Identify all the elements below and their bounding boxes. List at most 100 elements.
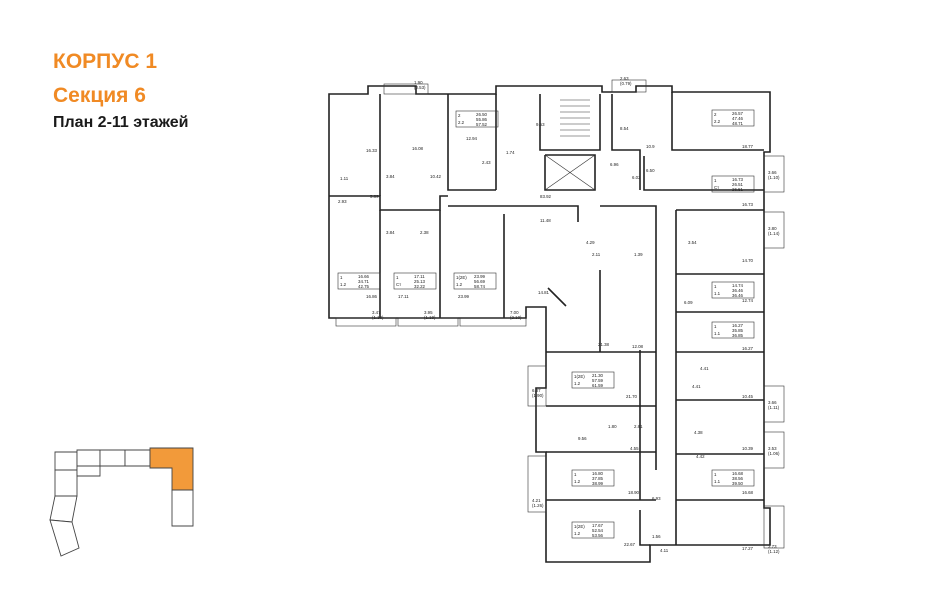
room-area: 9.56 <box>578 436 587 441</box>
apartment-table-frame <box>455 110 499 128</box>
apartment-area: 36.46 <box>732 293 744 298</box>
room-area: 4.55 <box>630 446 639 451</box>
apartment-table-frame <box>453 272 497 290</box>
room-area: 10.42 <box>430 174 442 179</box>
balcony-area: 2.63 <box>620 76 629 81</box>
balcony-area: 3.95 <box>424 310 433 315</box>
room-area: 1.80 <box>608 424 617 429</box>
apartment-rooms: 1(2Е) <box>456 275 467 280</box>
apartment-type: 1.2 <box>340 282 347 287</box>
apartment-table-frame <box>393 272 437 290</box>
balcony-area-reduced: (1.12) <box>768 549 780 554</box>
room-area: 16.73 <box>742 202 754 207</box>
balcony-area: 6.37 <box>532 388 541 393</box>
balconies <box>335 79 785 549</box>
room-area: 3.54 <box>688 240 697 245</box>
room-area: 21.70 <box>626 394 638 399</box>
room-area: 6.50 <box>646 168 655 173</box>
apartment-type: 1.2 <box>456 282 463 287</box>
room-area: 9.53 <box>536 122 545 127</box>
apartment-type: 1.2 <box>574 479 581 484</box>
room-area: 21.38 <box>598 342 610 347</box>
room-area: 83.92 <box>540 194 552 199</box>
apartment-type: Ст <box>714 185 719 190</box>
apartment-area: 16.27 <box>732 323 744 328</box>
apartment-area: 53.56 <box>592 533 604 538</box>
room-area: 22.67 <box>624 542 636 547</box>
apartment-area: 36.85 <box>732 333 744 338</box>
balcony-area-reduced: (1.26) <box>532 503 544 508</box>
apartment-area: 16.73 <box>732 177 744 182</box>
building-title: КОРПУС 1 <box>53 50 157 73</box>
apartment-area: 57.52 <box>476 122 488 127</box>
apartment-type: Ст <box>396 282 401 287</box>
balcony-area-reduced: (0.79) <box>620 81 632 86</box>
apartment-rooms: 2 <box>714 112 717 117</box>
room-area: 2.11 <box>592 252 601 257</box>
apartment-area: 26.51 <box>732 187 744 192</box>
balcony-area-reduced: (1.06) <box>768 451 780 456</box>
room-area: 12.08 <box>632 344 644 349</box>
room-area: 6.93 <box>652 496 661 501</box>
apartment-area: 21.30 <box>592 373 604 378</box>
apartment-type: 1.1 <box>714 291 721 296</box>
room-area: 1.56 <box>652 534 661 539</box>
apartment-area: 26.57 <box>732 111 744 116</box>
balcony-area: 3.66 <box>768 400 777 405</box>
room-area: 4.41 <box>692 384 701 389</box>
balcony-area: 7.00 <box>510 310 519 315</box>
apartment-rooms: 1 <box>714 284 717 289</box>
apartment-rooms: 1(2Е) <box>574 524 585 529</box>
floors-subtitle: План 2-11 этажей <box>53 114 189 131</box>
balcony-area-reduced: (1.14) <box>768 231 780 236</box>
balcony-area: 3.47 <box>372 310 381 315</box>
room-area: 6.09 <box>684 300 693 305</box>
apartment-area: 34.71 <box>358 279 370 284</box>
apartment-rooms: 1 <box>340 275 343 280</box>
room-area: 16.27 <box>742 346 754 351</box>
apartment-table-frame <box>711 109 755 127</box>
room-area: 11.48 <box>540 218 551 223</box>
room-area: 16.08 <box>412 146 424 151</box>
apartment-rooms: 1(2Е) <box>574 374 585 379</box>
apartment-rooms: 1 <box>714 324 717 329</box>
apartment-area: 32.22 <box>414 284 426 289</box>
room-area: 4.38 <box>694 430 703 435</box>
room-area: 1.11 <box>340 176 349 181</box>
apartment-area: 52.54 <box>592 528 604 533</box>
balcony-area-labels: 1.90(0.53)2.63(0.79)3.66(1.10)3.80(1.14)… <box>372 76 780 554</box>
apartment-area: 38.99 <box>592 481 604 486</box>
room-area: 6.02 <box>632 175 641 180</box>
room-area: 23.99 <box>458 294 470 299</box>
room-area: 12.74 <box>742 298 754 303</box>
apartment-table-frame <box>571 521 615 539</box>
apartment-area: 26.51 <box>732 182 744 187</box>
room-area: 1.74 <box>506 150 515 155</box>
room-area: 2.81 <box>634 424 643 429</box>
apartment-area: 38.56 <box>732 476 744 481</box>
apartment-rooms: 1 <box>574 472 577 477</box>
room-area: 3.84 <box>386 230 395 235</box>
apartment-table-frame <box>711 175 755 193</box>
balcony-area: 3.73 <box>768 544 777 549</box>
apartment-table-frame <box>711 469 755 487</box>
apartment-area: 37.85 <box>592 476 604 481</box>
apartment-info-tables: 22.226.5747.4648.711Ст16.7326.5126.5111.… <box>337 109 755 539</box>
balcony-area: 3.80 <box>768 226 777 231</box>
room-area: 4.11 <box>660 548 669 553</box>
room-area: 17.27 <box>742 546 754 551</box>
apartment-area: 55.86 <box>476 117 488 122</box>
room-area: 4.42 <box>696 454 705 459</box>
room-area: 10.39 <box>742 446 754 451</box>
key-block-9 <box>49 519 80 557</box>
room-area: 6.96 <box>610 162 619 167</box>
apartment-area: 25.13 <box>414 279 426 284</box>
apartment-area: 14.74 <box>732 283 744 288</box>
apartment-area: 16.66 <box>358 274 370 279</box>
apartment-type: 1.2 <box>574 381 581 386</box>
room-area: 10.45 <box>742 394 754 399</box>
balcony-area-reduced: (1.10) <box>768 175 780 180</box>
balcony-area-reduced: (0.53) <box>414 85 426 90</box>
apartment-area: 58.74 <box>474 284 486 289</box>
